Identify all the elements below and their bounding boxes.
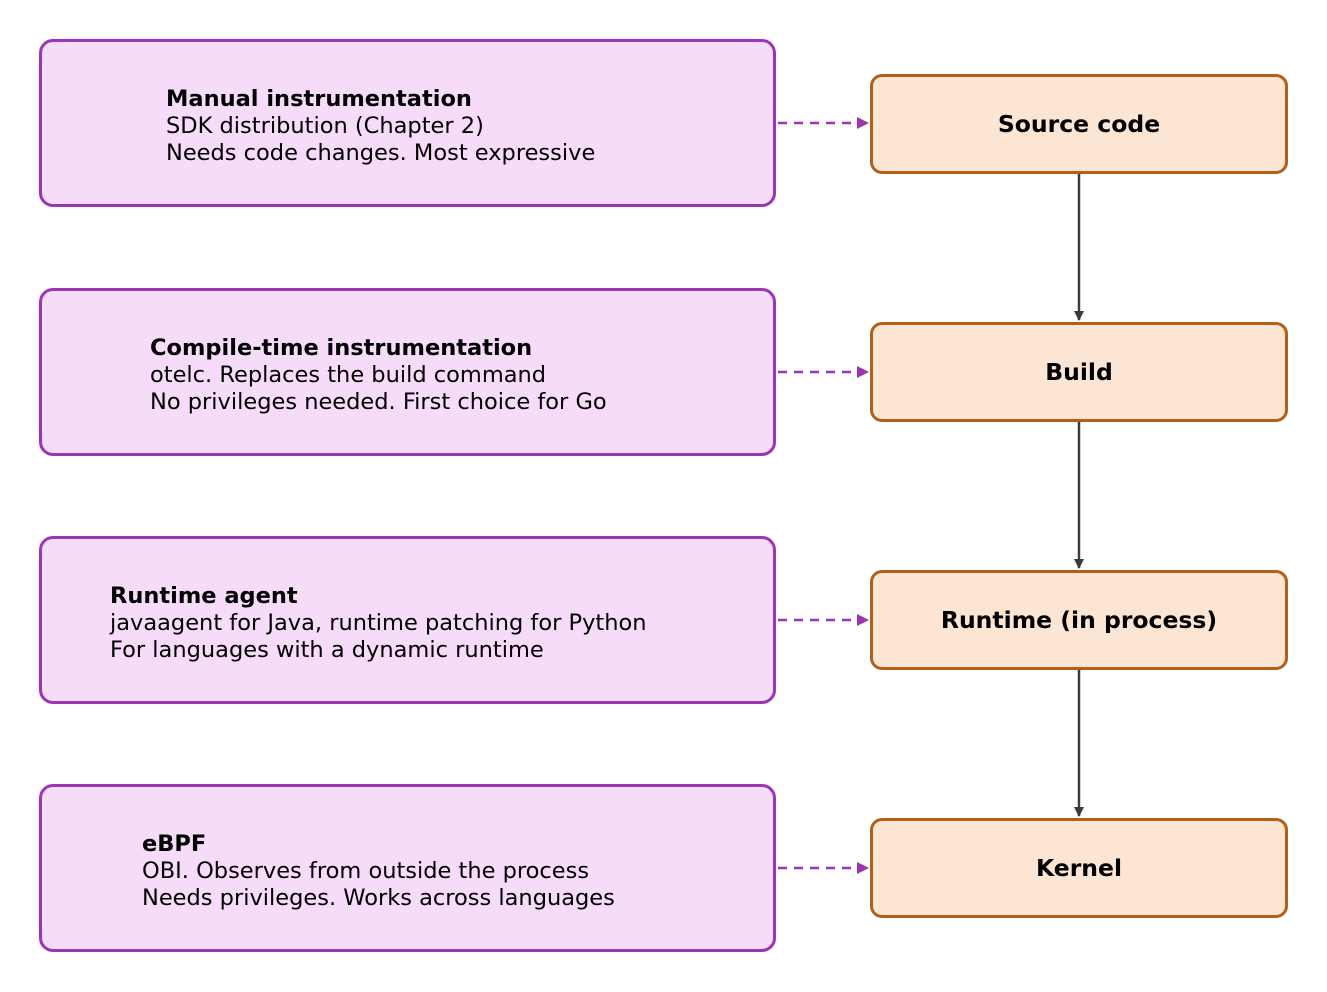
stage-label: Source code [997,110,1161,138]
method-box-runtime-agent: Runtime agent javaagent for Java, runtim… [39,536,776,704]
method-text-runtime-agent: Runtime agent javaagent for Java, runtim… [110,583,647,664]
stage-box-kernel: Kernel [870,818,1288,918]
method-box-ebpf: eBPF OBI. Observes from outside the proc… [39,784,776,952]
method-title: eBPF [142,831,207,857]
method-text-ebpf: eBPF OBI. Observes from outside the proc… [142,831,615,912]
method-box-manual: Manual instrumentation SDK distribution … [39,39,776,207]
method-line-1: javaagent for Java, runtime patching for… [110,610,647,636]
stage-box-build: Build [870,322,1288,422]
stage-box-source-code: Source code [870,74,1288,174]
method-line-2: No privileges needed. First choice for G… [150,389,607,415]
stage-label: Build [1045,358,1113,386]
method-line-1: OBI. Observes from outside the process [142,858,590,884]
method-line-1: otelc. Replaces the build command [150,362,547,388]
stage-box-runtime: Runtime (in process) [870,570,1288,670]
method-title: Runtime agent [110,583,298,609]
method-box-compile-time: Compile-time instrumentation otelc. Repl… [39,288,776,456]
method-title: Manual instrumentation [166,86,472,112]
method-title: Compile-time instrumentation [150,335,533,361]
method-line-2: For languages with a dynamic runtime [110,637,544,663]
method-text-manual: Manual instrumentation SDK distribution … [166,86,595,167]
stage-label: Kernel [1035,854,1123,882]
method-line-2: Needs privileges. Works across languages [142,885,615,911]
method-text-compile-time: Compile-time instrumentation otelc. Repl… [150,335,607,416]
method-line-2: Needs code changes. Most expressive [166,140,596,166]
method-line-1: SDK distribution (Chapter 2) [166,113,484,139]
stage-label: Runtime (in process) [940,606,1218,634]
